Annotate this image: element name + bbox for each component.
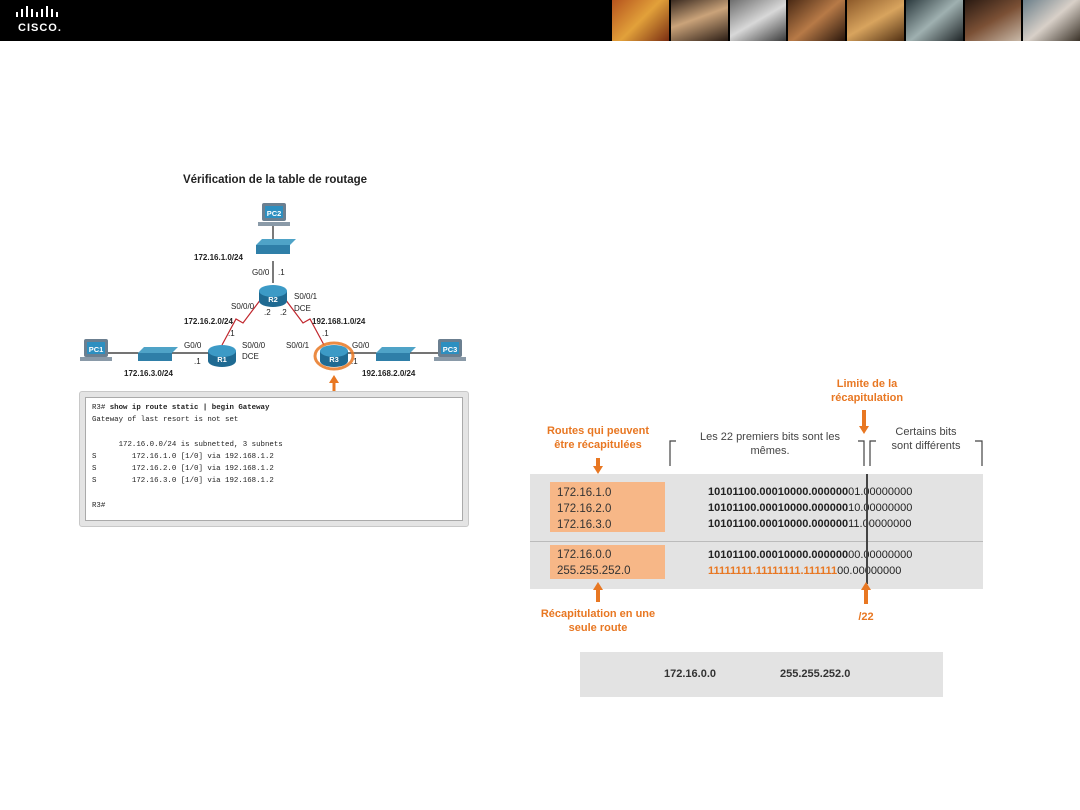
- r2-g00-label: G0/0: [252, 268, 270, 277]
- summary-boundary-line: [866, 474, 868, 584]
- photo-4: [788, 0, 845, 41]
- cli-line: S 172.16.3.0 [1/0] via 192.168.1.2: [92, 477, 274, 486]
- r3-lan-host: .1: [351, 357, 358, 366]
- r1-s000-label: S0/0/0: [242, 341, 266, 350]
- photo-2: [670, 0, 728, 41]
- r1-lan-host: .1: [194, 357, 201, 366]
- pc3-icon: PC3: [434, 339, 466, 361]
- routes-arrow: [593, 458, 603, 474]
- r3-label: R3: [329, 355, 339, 364]
- cli-line: R3#: [92, 501, 106, 510]
- summary-highlight: [550, 545, 665, 579]
- net-top-label: 172.16.1.0/24: [194, 253, 243, 262]
- photo-6: [905, 0, 963, 41]
- routes-label: Routes qui peuvent être récapitulées: [546, 425, 650, 451]
- result-mask: 255.255.252.0: [780, 668, 851, 680]
- route-addr-1: 172.16.1.0: [557, 487, 612, 499]
- route-addr-2: 172.16.2.0: [557, 503, 612, 515]
- route-addr-3: 172.16.3.0: [557, 519, 612, 531]
- net-right-lan-label: 192.168.2.0/24: [362, 369, 416, 378]
- r2-dce-label: DCE: [294, 304, 311, 313]
- r3-s001-label: S0/0/1: [286, 341, 310, 350]
- prefix-label: /22: [858, 611, 874, 623]
- diff-bracket-right: [975, 440, 983, 466]
- r2-right-host: .2: [280, 308, 287, 317]
- r3-g00-label: G0/0: [352, 341, 370, 350]
- r1-g00-label: G0/0: [184, 341, 202, 350]
- r2-label: R2: [268, 295, 278, 304]
- result-addr: 172.16.0.0: [664, 668, 716, 680]
- route-bits-3: 10101100.00010000.00000011.00000000: [708, 518, 912, 530]
- routes-highlight: [550, 482, 665, 532]
- photo-7: [964, 0, 1022, 41]
- photo-1: [612, 0, 669, 41]
- route-bits-1: 10101100.00010000.00000001.00000000: [708, 486, 913, 498]
- cli-line: S 172.16.1.0 [1/0] via 192.168.1.2: [92, 452, 274, 461]
- serial-link-r1-r2: [221, 298, 262, 346]
- result-panel: 172.16.0.0 255.255.252.0: [580, 652, 943, 697]
- r3-serial-host: .1: [322, 329, 329, 338]
- photo-3: [729, 0, 787, 41]
- cli-output-panel: R3# show ip route static | begin Gateway…: [79, 391, 469, 527]
- cli-line: Gateway of last resort is not set: [92, 416, 239, 425]
- net-left-serial-label: 172.16.2.0/24: [184, 317, 233, 326]
- r1-serial-host: .1: [228, 329, 235, 338]
- panel-divider: [530, 541, 983, 542]
- cli-line: S 172.16.2.0 [1/0] via 192.168.1.2: [92, 465, 274, 474]
- photo-5: [847, 0, 904, 41]
- diff-bits-label: Certains bits sont différents: [891, 426, 961, 452]
- pc1-icon: PC1: [80, 339, 112, 361]
- header-banner: CISCO.: [0, 0, 1080, 41]
- pc2-icon: PC2: [258, 203, 290, 226]
- left-bracket: [669, 440, 676, 466]
- network-topology: PC2 R2 PC1 R1 R3: [80, 203, 466, 378]
- net-right-serial-label: 192.168.1.0/24: [312, 317, 366, 326]
- route-bits-2: 10101100.00010000.00000010.00000000: [708, 502, 913, 514]
- limit-arrow: [859, 410, 869, 434]
- r2-g00-host: .1: [278, 268, 285, 277]
- single-route-label: Récapitulation en une seule route: [540, 608, 656, 634]
- switch-left-icon: [138, 347, 178, 361]
- r2-s001-label: S0/0/1: [294, 292, 318, 301]
- router-r3-icon: R3: [313, 341, 355, 371]
- pc1-label: PC1: [89, 345, 104, 354]
- brand-name: CISCO.: [18, 22, 62, 34]
- mask-bits: 11111111.11111111.11111100.00000000: [708, 565, 902, 577]
- photo-8: [1023, 0, 1080, 41]
- cisco-bars-icon: [16, 6, 58, 17]
- diagram-title: Vérification de la table de routage: [182, 174, 368, 186]
- pc2-label: PC2: [267, 209, 282, 218]
- switch-right-icon: [376, 347, 416, 361]
- summary-bits: 10101100.00010000.00000000.00000000: [708, 549, 913, 561]
- cli-output: R3# show ip route static | begin Gateway…: [85, 397, 463, 521]
- cli-command: show ip route static | begin Gateway: [109, 404, 270, 412]
- r1-label: R1: [217, 355, 227, 364]
- pc3-label: PC3: [443, 345, 458, 354]
- cisco-logo: CISCO.: [14, 6, 74, 36]
- limit-label: Limite de la récapitulation: [830, 378, 904, 404]
- r2-left-host: .2: [264, 308, 271, 317]
- photo-strip: [612, 0, 1080, 41]
- r2-s000-label: S0/0/0: [231, 302, 255, 311]
- switch-top-icon: [256, 239, 296, 254]
- same-bits-label: Les 22 premiers bits sont les mêmes.: [699, 431, 840, 457]
- summary-mask: 255.255.252.0: [557, 565, 631, 577]
- net-left-lan-label: 172.16.3.0/24: [124, 369, 173, 378]
- cli-line: 172.16.0.0/24 is subnetted, 3 subnets: [92, 440, 283, 449]
- summary-addr: 172.16.0.0: [557, 549, 612, 561]
- cli-prompt: R3#: [92, 404, 110, 412]
- serial-link-r2-r3: [284, 298, 325, 346]
- r3-pointer-arrow: [329, 375, 339, 393]
- r1-dce-label: DCE: [242, 352, 259, 361]
- router-r1-icon: R1: [208, 345, 236, 367]
- router-r2-icon: R2: [259, 285, 287, 307]
